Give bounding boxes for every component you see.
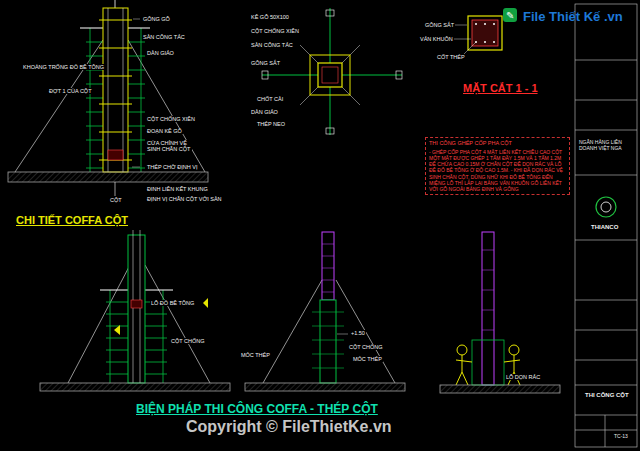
part-label: CỘT CHỐNG XIÊN — [146, 116, 196, 122]
part-label: GÔNG SẮT — [250, 60, 281, 66]
view-title: MẶT CẮT 1 - 1 — [462, 82, 539, 95]
note-box: THI CÔNG GHÉP CỐP PHA CỘT - GHÉP CỐP PHA … — [425, 137, 570, 195]
part-label: ĐỢT 1 CỦA CỘT — [48, 88, 93, 94]
title-block-text: NGÂN HÀNG LIÊN DOANH VIỆT NGA — [578, 140, 636, 152]
part-label: CỬA CHÍNH VỆ SINH CHÂN CỘT — [146, 140, 192, 153]
part-label: ĐOẠN KÊ GỖ — [146, 128, 183, 134]
part-label: CHỐT CÀI — [256, 96, 284, 102]
part-label: THÉP CHỜ ĐỊNH VỊ — [146, 164, 198, 170]
column-detail — [8, 0, 208, 196]
part-label: CỘT CHỐNG — [170, 338, 206, 344]
part-label: MÓC THÉP — [352, 356, 383, 362]
title-block-text: TC-13 — [613, 434, 629, 440]
part-label: DÀN GIÁO — [146, 50, 175, 56]
part-label: CỐT THÉP — [436, 54, 466, 60]
part-label: SÀN CÔNG TÁC — [142, 34, 186, 40]
note-body: - GHÉP CỐP PHA CỘT 4 MẶT LIÊN KẾT CHIỀU … — [429, 149, 566, 193]
title-block — [575, 4, 637, 447]
part-label: ĐINH LIÊN KẾT KHUNG — [146, 186, 209, 192]
title-block-text: THIANCO — [590, 224, 619, 231]
note-heading: THI CÔNG GHÉP CỐP PHA CỘT — [429, 140, 566, 147]
svg-text:✎: ✎ — [506, 10, 514, 21]
part-label: CỘT CHỐNG — [348, 344, 384, 350]
view-title: CHI TIẾT COFFA CỘT — [15, 214, 129, 227]
part-label: SÀN CÔNG TÁC — [250, 42, 294, 48]
part-label: VÁN KHUÔN — [419, 36, 454, 42]
part-label: CỘT — [109, 197, 123, 203]
part-label: KHOẢNG TRỐNG ĐỔ BÊ TÔNG — [22, 64, 105, 70]
dimension-label: +1.50 — [350, 330, 366, 336]
part-label: CỘT CHỐNG XIÊN — [250, 28, 300, 34]
part-label: MÓC THÉP — [240, 352, 271, 358]
elevation-3 — [440, 232, 560, 393]
elevation-2 — [245, 232, 405, 391]
part-label: DÀN GIÁO — [250, 109, 279, 115]
part-label: THÉP NEO — [256, 121, 286, 127]
section-view: ✎ — [451, 8, 517, 54]
title-block-text: THI CÔNG CỘT — [584, 392, 630, 399]
elevation-1 — [40, 230, 230, 391]
part-label: LỖ ĐỔ BÊ TÔNG — [150, 300, 195, 306]
part-label: ĐỊNH VỊ CHÂN CỘT VỚI SÀN — [146, 196, 223, 202]
logo-text: File Thiết Kế .vn — [522, 10, 624, 25]
part-label: LỖ DỌN RÁC — [505, 374, 541, 380]
watermark: Copyright © FileThietKe.vn — [185, 418, 393, 436]
part-label: GÔNG SẮT — [424, 22, 455, 28]
view-title: BIỆN PHÁP THI CÔNG COFFA - THÉP CỘT — [135, 403, 379, 417]
part-label: GÔNG GỖ — [142, 16, 171, 22]
part-label: KÊ GỖ 50X100 — [250, 14, 290, 20]
